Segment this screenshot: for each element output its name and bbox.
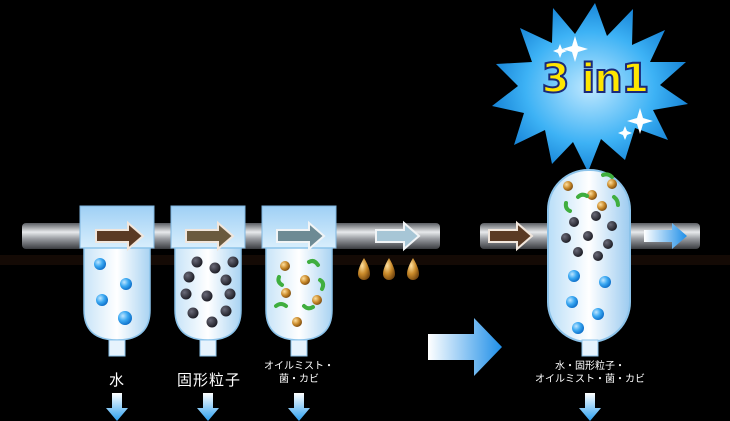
- solid-particle: [201, 290, 213, 302]
- oil-particle: [280, 261, 290, 271]
- flow-arrow-icon: [95, 220, 145, 252]
- solid-particle: [561, 233, 571, 243]
- flow-arrow-icon: [375, 220, 421, 252]
- solid-particle: [220, 274, 232, 286]
- bacteria-particle: [601, 172, 614, 179]
- combined-filter: [488, 169, 687, 357]
- oil-drop-icon: [383, 258, 395, 280]
- solid-particle: [206, 316, 218, 328]
- solid-particle: [569, 217, 579, 227]
- oil-particle: [300, 275, 310, 285]
- oil-droplets: [358, 258, 419, 280]
- water-particle: [592, 308, 604, 320]
- solid-particle: [191, 256, 203, 268]
- flow-arrow-icon: [185, 220, 235, 252]
- bacteria-particle: [318, 278, 326, 291]
- bacteria-particle: [302, 304, 315, 311]
- flow-arrow-icon: [276, 220, 326, 252]
- oil-particle: [563, 181, 573, 191]
- transition-arrow-icon: [428, 318, 502, 376]
- bacteria-particle: [276, 275, 284, 287]
- water-particle: [120, 278, 132, 290]
- filter-water: [79, 205, 155, 357]
- solid-particle: [593, 251, 603, 261]
- solid-particle: [187, 307, 199, 319]
- label-combined-line1: 水・固形粒子・: [555, 361, 625, 372]
- oil-particle: [281, 288, 291, 298]
- sparkle-icon: [553, 44, 567, 58]
- oil-drop-icon: [407, 258, 419, 280]
- label-combined-line2: オイルミスト・菌・カビ: [535, 374, 645, 385]
- oil-drop-icon: [358, 258, 370, 280]
- solid-particle: [227, 256, 239, 268]
- solid-particle: [591, 211, 601, 221]
- bacteria-particle: [274, 302, 288, 308]
- oil-particle: [587, 190, 597, 200]
- label-filter-oil-line1: オイルミスト・: [264, 361, 334, 372]
- bacteria-particle: [612, 195, 620, 207]
- bacteria-particle: [563, 201, 572, 213]
- bacteria-particle: [576, 192, 589, 199]
- drain-arrow-icon: [197, 393, 219, 421]
- starburst-badge-icon: [492, 3, 688, 172]
- water-particle: [568, 270, 580, 282]
- drain-arrow-icon: [579, 393, 601, 421]
- solid-particle: [573, 247, 583, 257]
- sparkle-icon: [627, 108, 653, 134]
- flow-arrow-icon: [644, 223, 687, 249]
- solid-particle: [209, 262, 221, 274]
- solid-particle: [603, 239, 613, 249]
- label-filter-solid: 固形粒子: [176, 371, 241, 389]
- flow-arrow-icon: [488, 220, 534, 252]
- water-particle: [96, 294, 108, 306]
- oil-particle: [597, 201, 607, 211]
- sparkle-icon: [562, 36, 588, 62]
- left-drain-arrows: [106, 393, 310, 421]
- left-flow-arrows: [95, 220, 421, 252]
- drain-arrow-icon: [106, 393, 128, 421]
- solid-particle: [224, 288, 236, 300]
- oil-particle: [312, 295, 322, 305]
- oil-particle: [292, 317, 302, 327]
- label-filter-water: 水: [108, 371, 125, 389]
- water-particle: [118, 311, 132, 325]
- solid-particle: [583, 231, 593, 241]
- solid-particle: [607, 221, 617, 231]
- water-particle: [94, 258, 106, 270]
- solid-particle: [180, 288, 192, 300]
- filter-oil-bacteria: [261, 205, 337, 357]
- sparkle-icon: [618, 126, 632, 140]
- sparkles: [553, 36, 653, 140]
- water-particle: [566, 296, 578, 308]
- water-particle: [599, 276, 611, 288]
- water-particle: [572, 322, 584, 334]
- solid-particle: [183, 271, 195, 283]
- drain-arrow-icon: [288, 393, 310, 421]
- oil-particle: [607, 179, 617, 189]
- bacteria-particle: [307, 259, 320, 267]
- label-filter-oil-line2: 菌・カビ: [279, 374, 319, 385]
- filter-solid-particles: [170, 205, 246, 357]
- solid-particle: [220, 305, 232, 317]
- badge-3in1: 3 in1: [541, 55, 651, 103]
